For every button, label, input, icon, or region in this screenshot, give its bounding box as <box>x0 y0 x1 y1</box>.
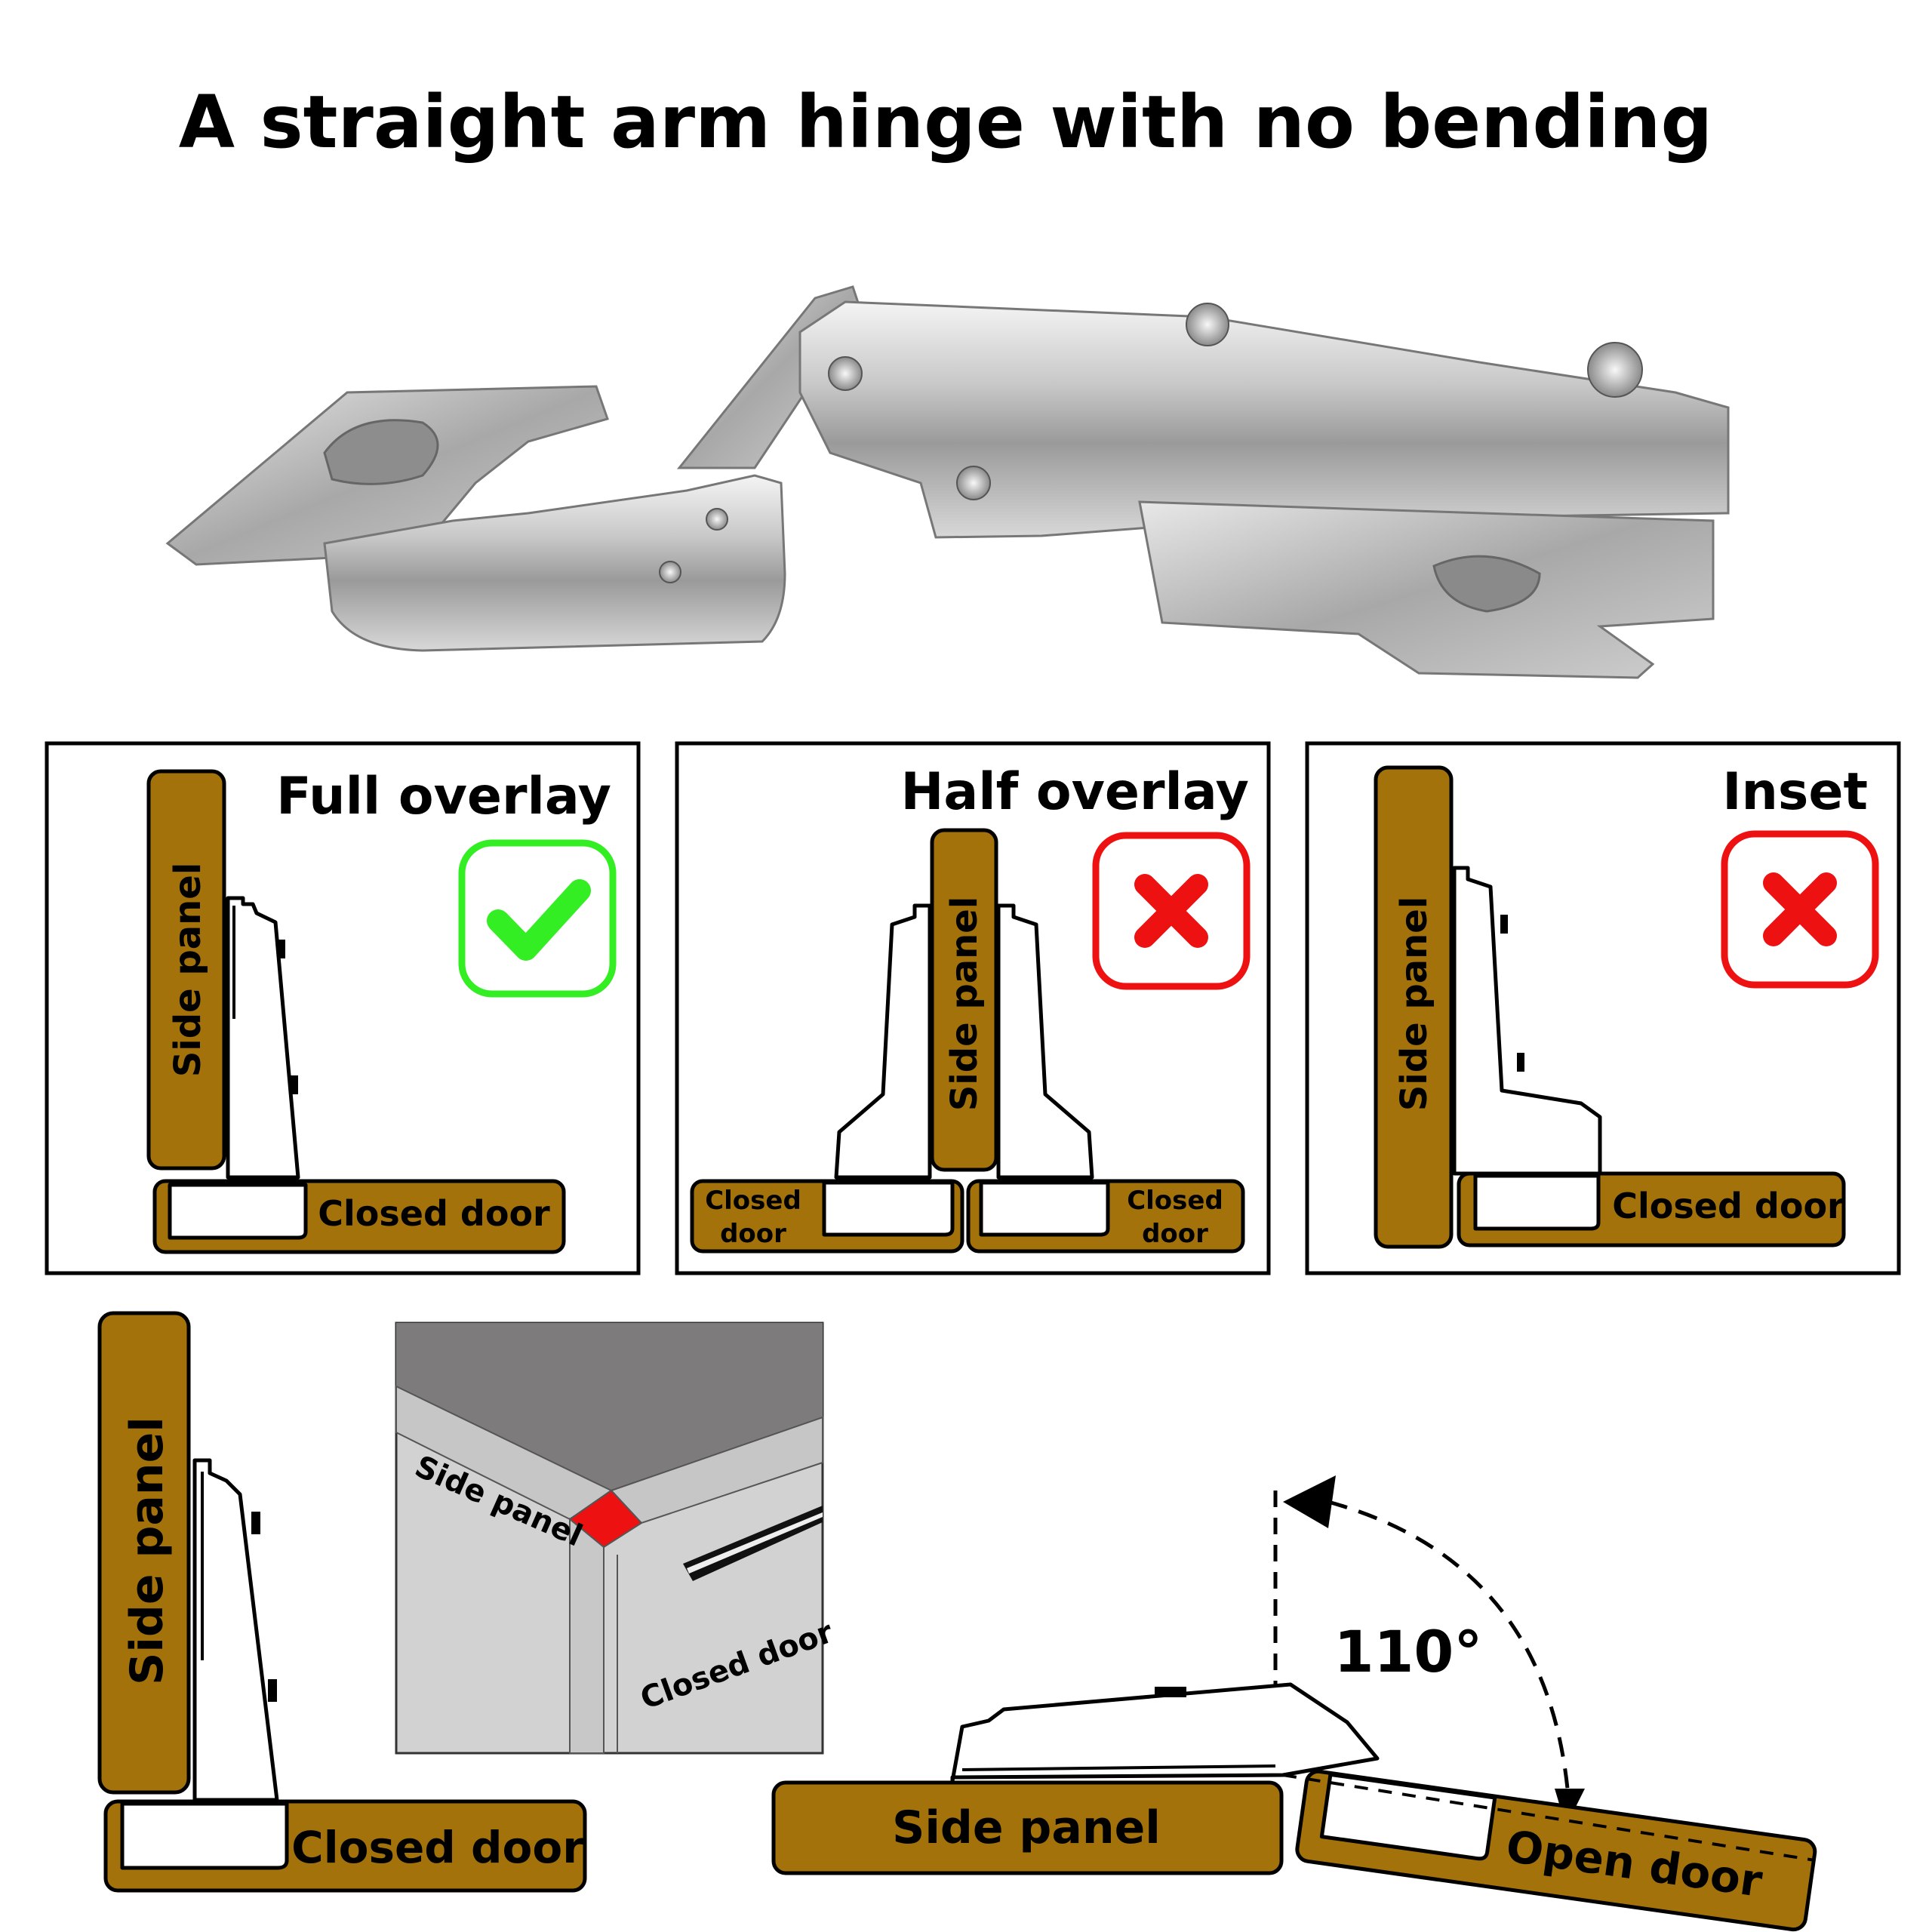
opening-diagram: 110° Side panel Open door <box>771 1475 1817 1932</box>
side-panel <box>97 1311 191 1795</box>
side-panel-label: Side panel <box>892 1801 1161 1854</box>
closed-door-left-label-1: Closed <box>705 1186 801 1216</box>
door-axis-line <box>1282 1774 1816 1862</box>
panel-frame <box>45 741 641 1275</box>
screw-icon <box>706 508 728 531</box>
panel-title: Full overlay <box>276 767 611 826</box>
side-panel <box>930 828 998 1172</box>
hinge-drawing <box>1452 866 1602 1176</box>
adjust-screw-icon <box>1186 303 1229 346</box>
closed-door-right-label-1: Closed <box>1127 1186 1223 1216</box>
side-panel-label: Side panel <box>1393 897 1435 1112</box>
hinge-drawing-left <box>834 903 932 1180</box>
bottom-left-diagram: Side panel Closed door <box>97 1311 587 1893</box>
panel-frame <box>675 741 1271 1275</box>
screw-icon <box>828 356 863 391</box>
panel-title: Inset <box>1722 762 1868 822</box>
adjust-screw-icon <box>1587 342 1643 398</box>
angle-arc <box>1327 1500 1571 1797</box>
closed-door-left-label-2: door <box>720 1219 786 1249</box>
hinge-drawing <box>950 1682 1380 1783</box>
panel-inset: Inset Side panel Closed door <box>1305 741 1901 1275</box>
screw-icon <box>659 561 681 583</box>
hinge-drawing <box>226 896 300 1180</box>
panel-frame <box>1305 741 1901 1275</box>
side-panel <box>771 1780 1284 1875</box>
cross-icon <box>1134 874 1208 948</box>
hinge-drawing <box>192 1458 279 1802</box>
closed-door-label: Closed door <box>291 1822 584 1873</box>
closed-door-label: Closed door <box>318 1193 550 1234</box>
side-panel-label: Side panel <box>121 1417 174 1685</box>
side-panel <box>146 769 226 1171</box>
closed-door-label: Closed door <box>1612 1186 1844 1226</box>
side-panel <box>1374 765 1454 1249</box>
panel-half-overlay: Half overlay Side panel Closed door Clos… <box>675 741 1271 1275</box>
closed-door-right-label-2: door <box>1142 1219 1208 1249</box>
arrow-up-icon <box>1283 1475 1336 1528</box>
check-status-badge <box>458 839 617 998</box>
hinge-drawing-right <box>996 903 1094 1180</box>
screw-icon <box>956 466 991 500</box>
panel-full-overlay: Full overlay Side panel Closed door <box>45 741 641 1275</box>
side-panel-label: Side panel <box>943 897 986 1112</box>
check-icon <box>487 879 591 961</box>
hinge-photo <box>165 285 1730 679</box>
corner-view: Side panel Closed door <box>395 1321 838 1755</box>
panel-title: Half overlay <box>901 762 1250 822</box>
cross-icon <box>1763 872 1837 946</box>
page-title: A straight arm hinge with no bending <box>179 80 1712 165</box>
side-panel-label: Side panel <box>167 863 209 1078</box>
angle-label: 110° <box>1334 1618 1483 1685</box>
